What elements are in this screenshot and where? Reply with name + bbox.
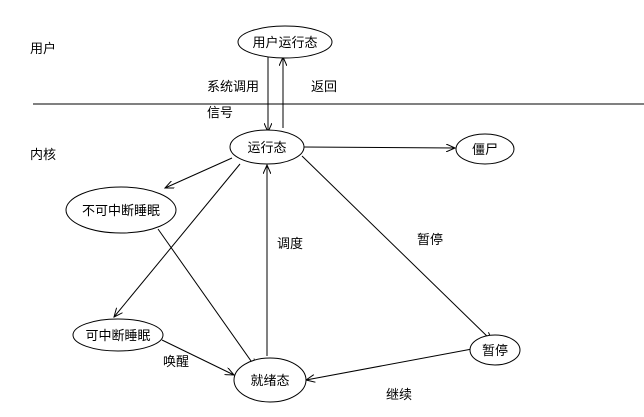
edge-label-schedule: 调度 bbox=[277, 236, 303, 252]
edge-running-to-uninterruptible bbox=[165, 157, 233, 188]
edge-running-to-stopped bbox=[301, 155, 492, 341]
node-ready-label: 就绪态 bbox=[250, 374, 289, 389]
edge-label-continue: 继续 bbox=[386, 388, 412, 403]
region-user-label: 用户 bbox=[30, 41, 56, 57]
node-interruptible-sleep: 可中断睡眠 bbox=[72, 318, 164, 352]
node-running-label: 运行态 bbox=[247, 141, 286, 156]
edge-uninterruptible-to-ready bbox=[157, 228, 256, 368]
node-user-running-label: 用户运行态 bbox=[252, 35, 317, 51]
edge-label-syscall: 系统调用 bbox=[207, 80, 259, 95]
node-user-running: 用户运行态 bbox=[237, 25, 333, 59]
edge-interruptible-to-ready bbox=[161, 339, 234, 375]
edge-label-stop: 暂停 bbox=[417, 232, 443, 248]
edge-label-return: 返回 bbox=[311, 80, 337, 95]
edge-label-wakeup: 唤醒 bbox=[163, 355, 189, 370]
edge-stopped-to-ready bbox=[306, 348, 473, 380]
node-stopped-label: 暂停 bbox=[482, 343, 508, 359]
node-running: 运行态 bbox=[229, 129, 305, 165]
node-stopped: 暂停 bbox=[469, 334, 521, 366]
node-uninterruptible-sleep: 不可中断睡眠 bbox=[65, 186, 177, 234]
region-kernel-label: 内核 bbox=[30, 147, 56, 163]
edge-running-to-zombie bbox=[302, 147, 455, 148]
edge-running-to-interruptible bbox=[114, 163, 241, 317]
node-zombie: 僵尸 bbox=[455, 133, 515, 165]
node-ready: 就绪态 bbox=[233, 357, 307, 403]
node-interruptible-label: 可中断睡眠 bbox=[85, 329, 150, 344]
edge-label-signal: 信号 bbox=[207, 106, 233, 121]
node-zombie-label: 僵尸 bbox=[472, 143, 498, 158]
node-uninterruptible-label: 不可中断睡眠 bbox=[82, 204, 160, 219]
